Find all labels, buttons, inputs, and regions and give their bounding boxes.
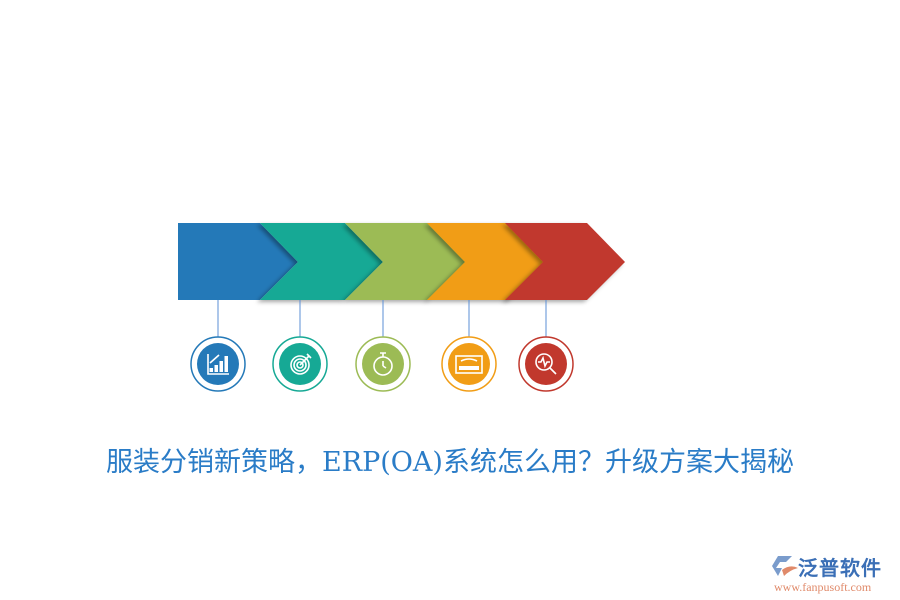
- logo-mark-icon: [772, 556, 798, 576]
- node-disc: [448, 343, 490, 385]
- chevron-step-3: [345, 223, 467, 300]
- chevron-step-4: [427, 223, 548, 300]
- step-node-5: [518, 300, 574, 392]
- magnifier-pulse-icon: [535, 353, 557, 375]
- chevron-step-5: [505, 223, 625, 300]
- bar-chart-icon: [207, 354, 229, 375]
- chevron-step-2: [260, 223, 383, 300]
- page-title: 服装分销新策略，ERP(OA)系统怎么用？升级方案大揭秘: [106, 447, 794, 478]
- target-icon: [290, 353, 312, 375]
- step-node-4: [441, 300, 497, 392]
- logo-url: www.fanpusoft.com: [774, 580, 872, 594]
- step-node-3: [355, 300, 411, 392]
- node-disc: [197, 343, 239, 385]
- logo-name: 泛普软件: [798, 556, 882, 580]
- sign-board-icon: [455, 355, 483, 374]
- logo: 泛普软件 www.fanpusoft.com: [768, 552, 896, 598]
- step-node-1: [190, 300, 246, 392]
- chevron-step-1: [178, 223, 298, 300]
- step-node-2: [272, 300, 328, 392]
- stopwatch-icon: [373, 352, 393, 376]
